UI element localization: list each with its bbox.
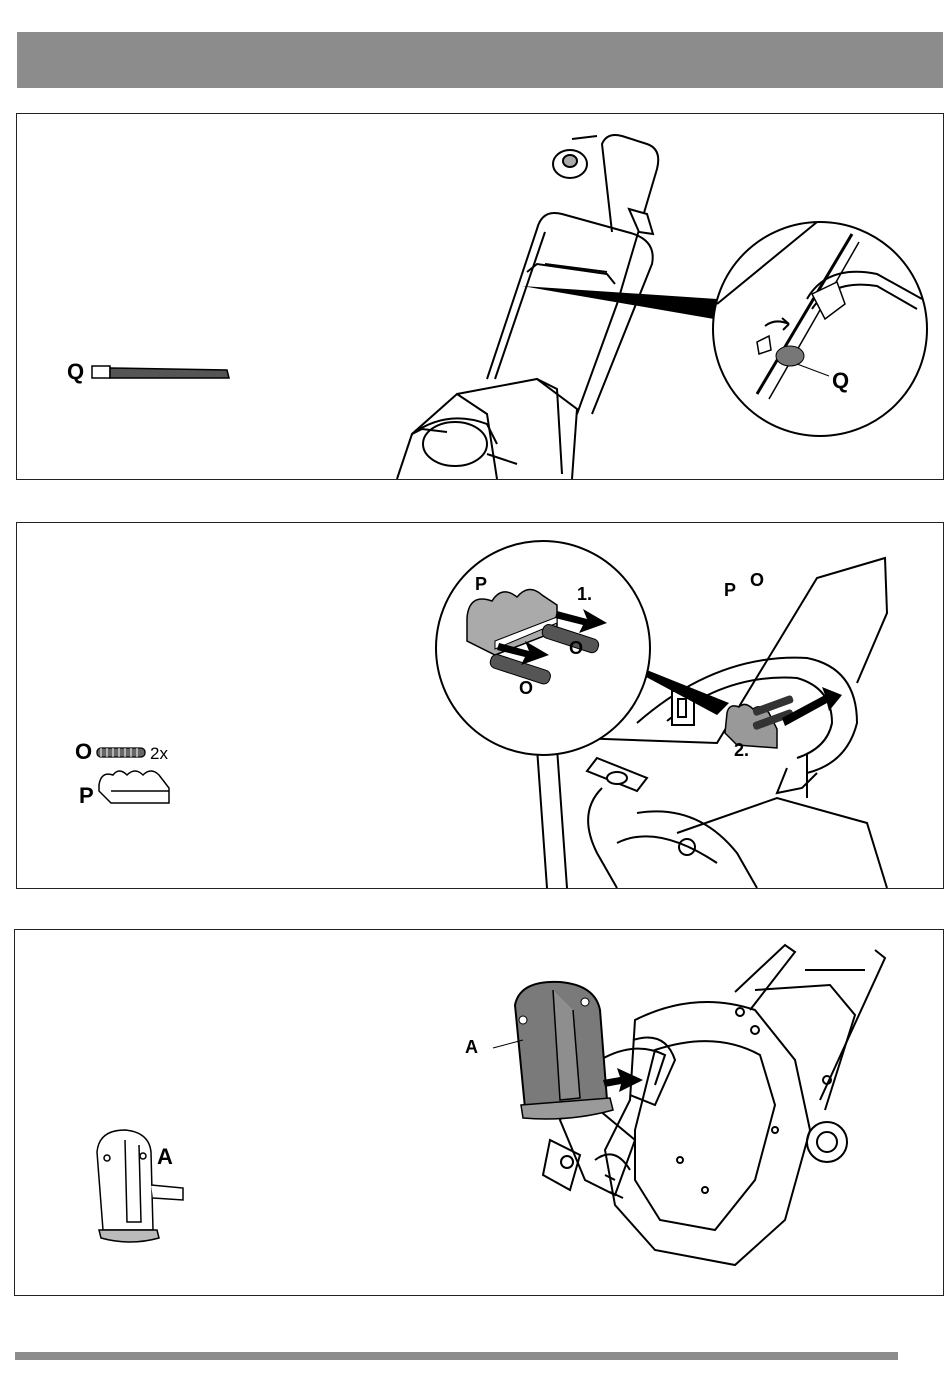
discharge-chute-shaded bbox=[515, 982, 613, 1119]
insert-arrow bbox=[782, 687, 842, 726]
discharge-chute-illustration bbox=[15, 930, 943, 1295]
main-spring-label: O bbox=[750, 571, 764, 589]
chute-insert-arrow bbox=[603, 1068, 643, 1092]
main-step-2-label: 2. bbox=[734, 741, 749, 759]
callout-pointer bbox=[522, 286, 717, 319]
snow-thrower-handle-illustration bbox=[17, 114, 943, 479]
detail-spring-label-upper: O bbox=[569, 639, 583, 657]
spring-part-quantity: 2x bbox=[150, 745, 168, 762]
assembly-step-cable-tie: Q Q bbox=[16, 113, 944, 480]
handle-illustration bbox=[397, 135, 658, 479]
cable-tie-part-label: Q bbox=[67, 361, 84, 383]
detail-spring-label-lower: O bbox=[519, 679, 533, 697]
insert-part-label: P bbox=[79, 785, 94, 807]
spring-insert-detail-callout bbox=[436, 541, 650, 755]
main-chute-label: A bbox=[465, 1038, 478, 1056]
footer-bar bbox=[15, 1352, 898, 1360]
cable-tie-callout-label: Q bbox=[832, 370, 849, 392]
header-bar bbox=[17, 32, 943, 88]
cable-tie-icon bbox=[92, 366, 229, 378]
main-insert-label: P bbox=[724, 581, 736, 599]
assembly-step-springs-insert: O 2x P P 1. O O P O 2. bbox=[16, 522, 944, 889]
detail-insert-label: P bbox=[475, 575, 487, 593]
spring-icon bbox=[97, 748, 145, 757]
assembly-step-discharge-chute: A A bbox=[14, 929, 944, 1296]
spring-part-label: O bbox=[75, 741, 92, 763]
chute-part-label: A bbox=[157, 1146, 173, 1168]
cable-tie-detail-callout bbox=[713, 222, 927, 436]
detail-step-1-label: 1. bbox=[577, 585, 592, 603]
insert-block-icon bbox=[99, 771, 169, 803]
